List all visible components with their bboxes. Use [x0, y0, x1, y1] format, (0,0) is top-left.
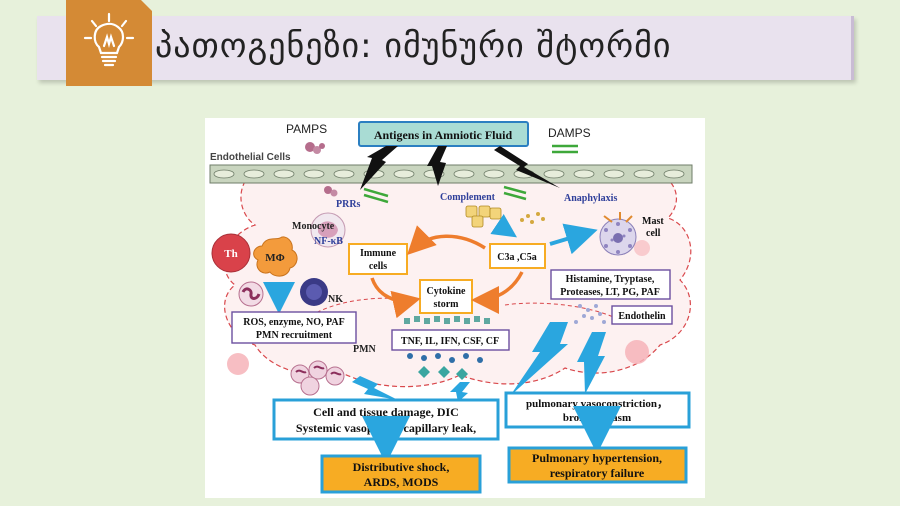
- pmn-cluster-icon: [290, 360, 345, 396]
- cytokine-storm-box: [419, 279, 473, 314]
- nfkb-label: NF-κB: [314, 236, 343, 247]
- prrs-label: PRRs: [336, 199, 361, 210]
- hypertension-box: [507, 446, 688, 484]
- complement-label: Complement: [440, 192, 496, 203]
- histamine-label-2: Proteases, LT, PG, PAF: [560, 287, 660, 298]
- complement-green-icon: [503, 185, 527, 201]
- endothelin-label: Endothelin: [618, 311, 666, 322]
- immune-cells-box: [348, 243, 408, 275]
- cytokine-storm-label-2: storm: [434, 299, 460, 310]
- shock-label-2: ARDS, MODS: [364, 475, 439, 489]
- immune-cells-label-2: cells: [369, 261, 387, 272]
- complement-arrow: [490, 214, 517, 238]
- damps-icon: [552, 144, 578, 154]
- icon-tab: [66, 0, 153, 86]
- damps-label: DAMPS: [548, 126, 591, 140]
- monocyte-label: Monocyte: [292, 221, 335, 232]
- damage-label-1: Cell and tissue damage, DIC: [313, 405, 459, 419]
- lightning-arrows: [360, 146, 560, 190]
- ros-label-2: PMN recruitment: [256, 330, 333, 341]
- mast-cell-label-1: Mast: [642, 216, 664, 227]
- cytokines-box: [391, 329, 510, 351]
- antigens-label: Antigens in Amniotic Fluid: [374, 128, 513, 142]
- cytokine-storm-label-1: Cytokine: [427, 286, 466, 297]
- pulmonary-label-2: bronchospasm: [563, 412, 631, 424]
- orange-cycle-arrows: [370, 225, 524, 319]
- macrophage-icon: [253, 236, 298, 277]
- c3a-to-mast-arrow: [549, 223, 598, 255]
- nk-cell-icon: [300, 278, 328, 306]
- blue-lightning-arrows: [352, 322, 606, 402]
- immune-cells-label-1: Immune: [360, 248, 397, 259]
- c3a-c5a-box: [489, 243, 546, 269]
- endothelial-label: Endothelial Cells: [210, 152, 291, 163]
- cytokines-label: TNF, IL, IFN, CSF, CF: [401, 336, 499, 347]
- endothelial-cells: [213, 169, 685, 179]
- red-cell-left: [227, 353, 249, 375]
- ros-box: [231, 311, 357, 344]
- hypertension-label-1: Pulmonary hypertension,: [532, 451, 662, 465]
- shock-box: [320, 454, 482, 494]
- anaphylaxis-label: Anaphylaxis: [564, 193, 617, 204]
- slide-title: პათოგენეზი: იმუნური შტორმი: [155, 26, 672, 66]
- th-cell-icon: [211, 233, 251, 273]
- damage-label-2: Systemic vasoplegia, capillary leak,: [296, 421, 476, 435]
- mast-cell-label-2: cell: [646, 228, 661, 239]
- shock-label-1: Distributive shock,: [353, 460, 450, 474]
- endothelial-strip: [209, 164, 693, 184]
- histamine-box: [550, 269, 671, 300]
- red-cell-right: [625, 340, 649, 364]
- red-cell-mast: [634, 240, 650, 256]
- hypertension-label-2: respiratory failure: [550, 466, 645, 480]
- ros-label-1: ROS, enzyme, NO, PAF: [243, 317, 344, 328]
- mediator-dots: [574, 304, 606, 324]
- mast-cell-icon: [599, 212, 637, 256]
- neutrophil-icon: [238, 281, 264, 307]
- endothelin-box: [611, 305, 673, 325]
- c3a-c5a-label: C3a ,C5a: [497, 252, 536, 263]
- mphi-label: MΦ: [265, 252, 285, 264]
- pulmonary-label-1: pulmonary vasoconstriction，: [526, 398, 668, 410]
- histamine-label-1: Histamine, Tryptase,: [566, 274, 655, 285]
- lightbulb-icon: [83, 12, 135, 67]
- inner-dash-2: [504, 302, 621, 321]
- title-bar: პათოგენეზი: იმუნური შტორმი: [37, 16, 854, 80]
- pamps-label: PAMPS: [286, 122, 327, 136]
- th-label: Th: [224, 248, 237, 260]
- cytokine-molecules: [404, 316, 490, 380]
- pamps-icon: [305, 142, 325, 154]
- monocyte-icon: [310, 212, 346, 248]
- pmn-label: PMN: [353, 344, 377, 355]
- prrs-green-icon: [363, 187, 389, 204]
- prrs-icon: [324, 186, 338, 197]
- complement-fragments: [520, 212, 545, 224]
- nk-label: NK: [328, 294, 343, 305]
